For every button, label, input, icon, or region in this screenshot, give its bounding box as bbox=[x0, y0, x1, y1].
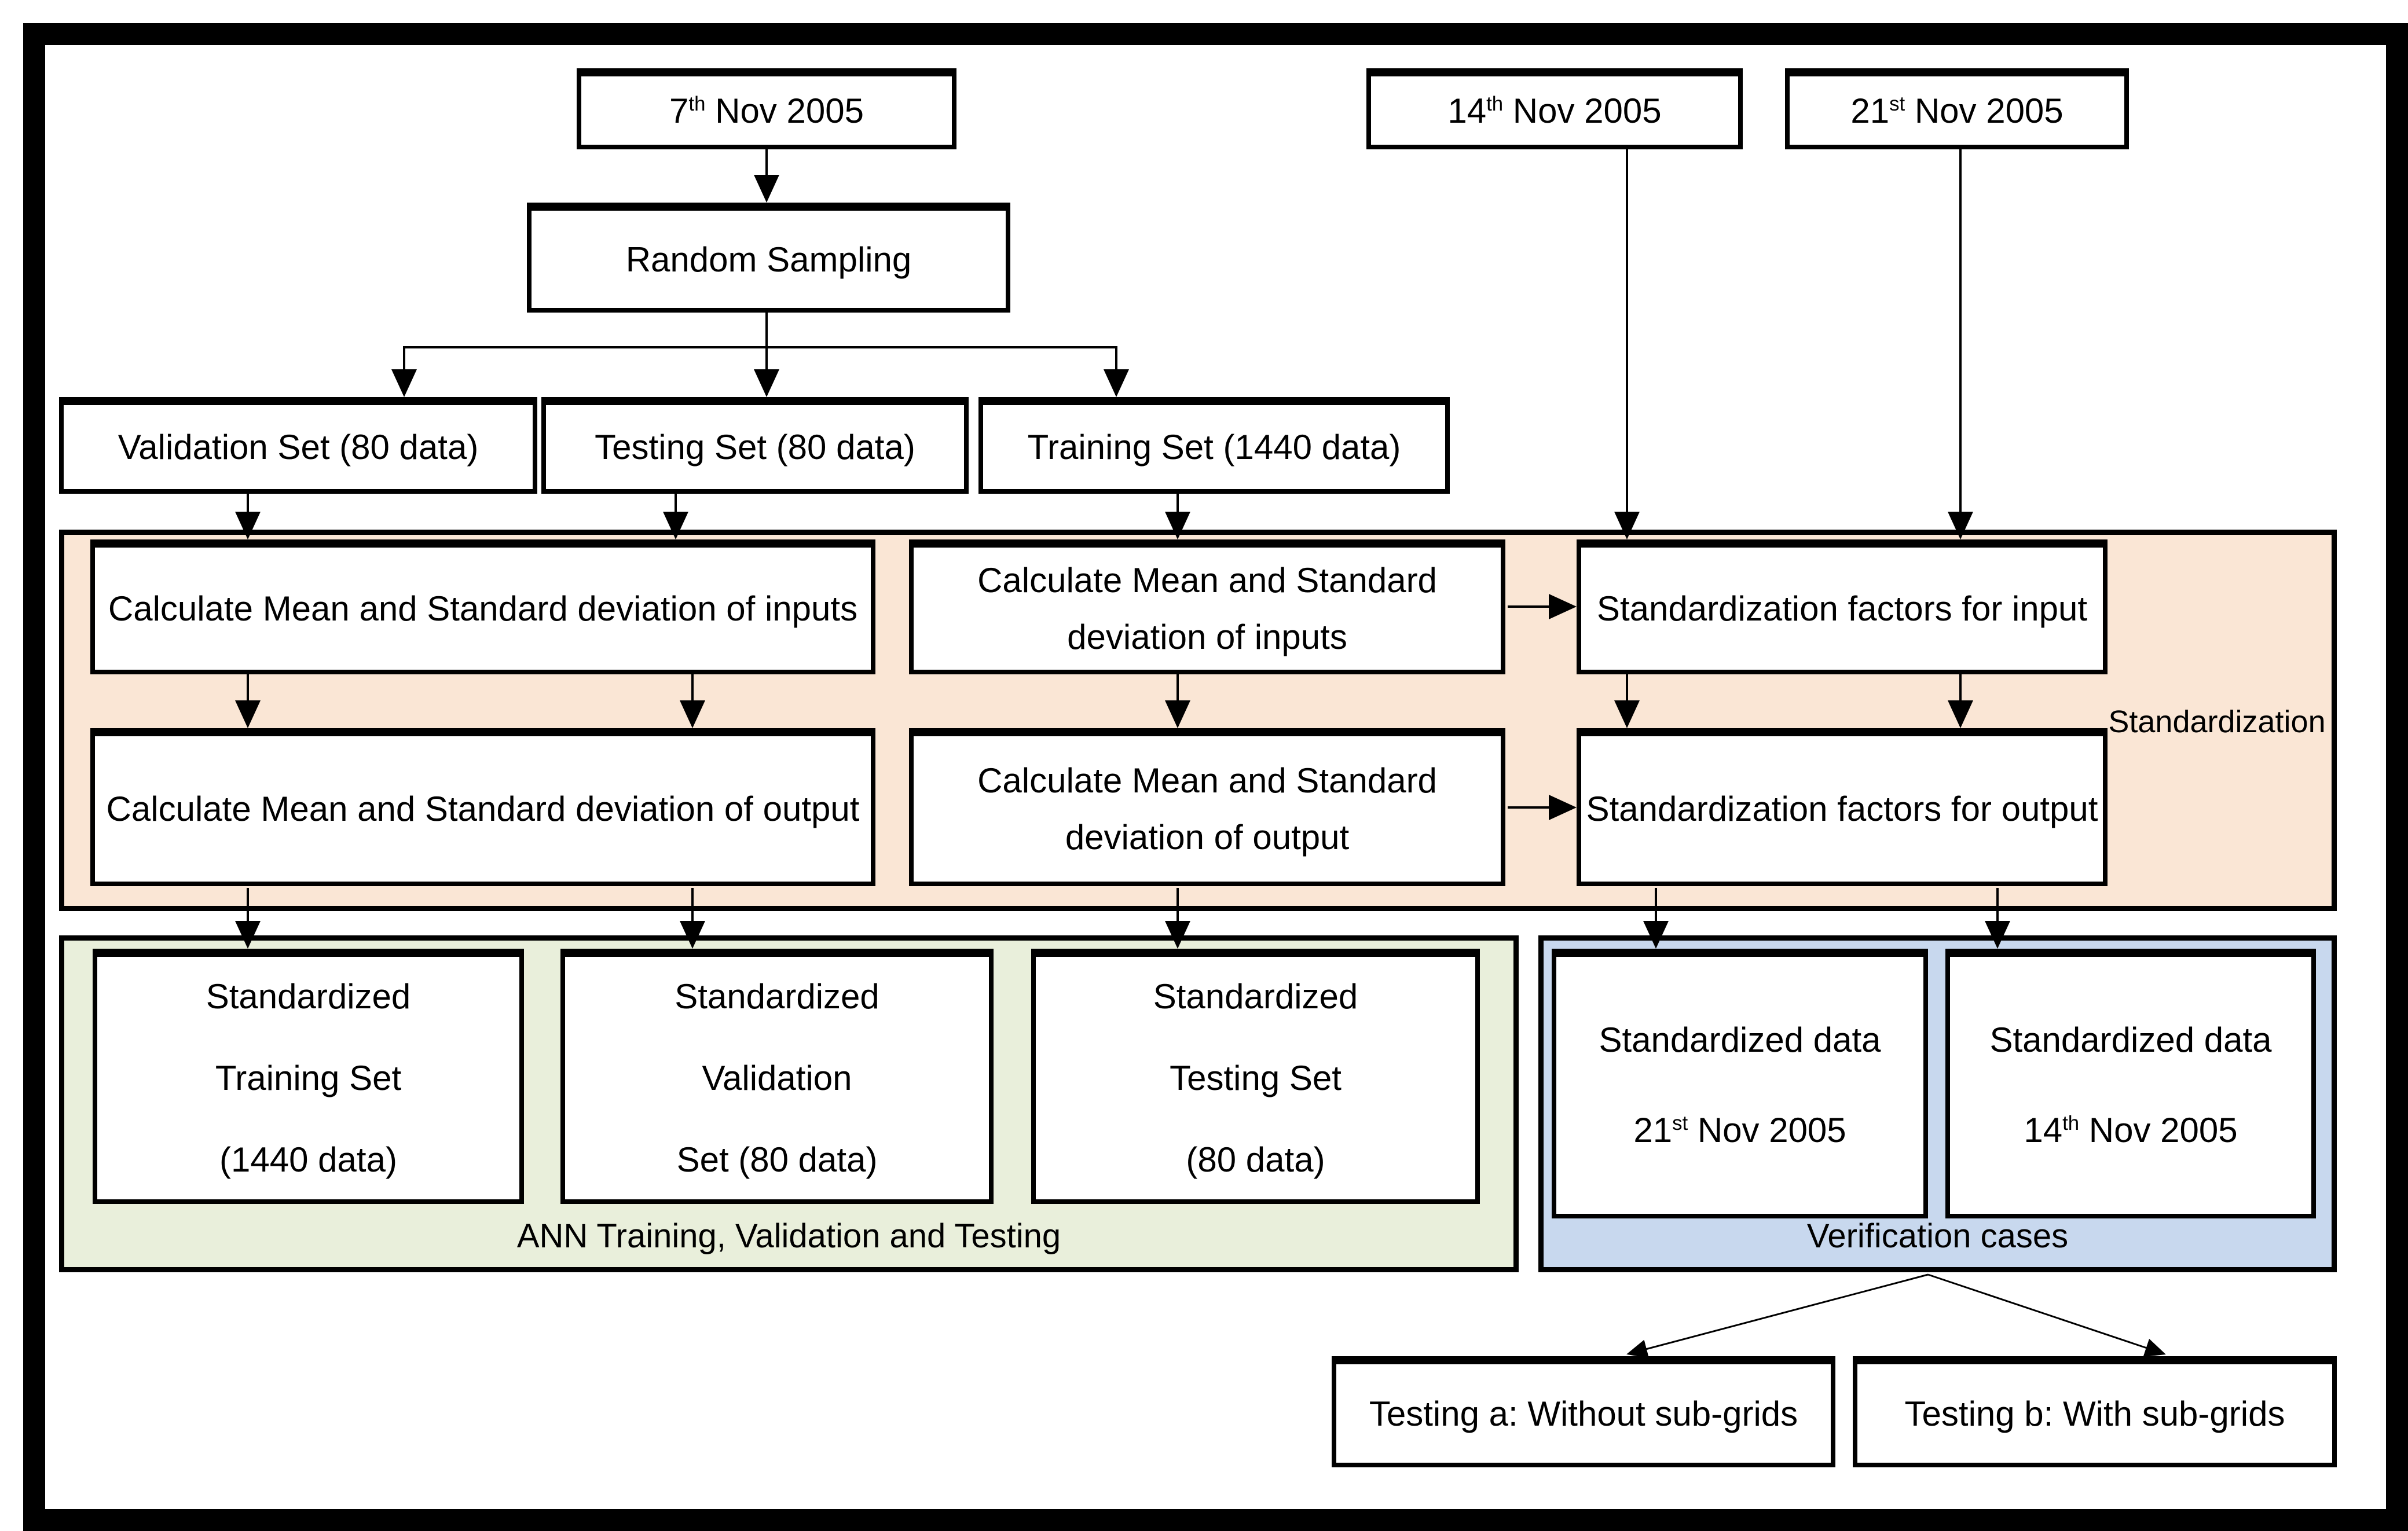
std-data-21-line1: Standardized data bbox=[1599, 1020, 1881, 1059]
std-training-line1: Standardized bbox=[206, 977, 411, 1016]
node-calc-mean-std-output-left: Calculate Mean and Standard deviation of… bbox=[90, 728, 875, 886]
std-data-14-line2: 14th Nov 2005 bbox=[2024, 1111, 2238, 1150]
std-testing-line2: Testing Set bbox=[1170, 1059, 1342, 1097]
std-validation-line1: Standardized bbox=[675, 977, 879, 1016]
node-standardization-factors-input: Standardization factors for input bbox=[1577, 539, 2108, 674]
node-training-set: Training Set (1440 data) bbox=[978, 397, 1450, 494]
node-calc-mean-std-output-mid: Calculate Mean and Standard deviation of… bbox=[909, 728, 1505, 886]
node-standardization-factors-output: Standardization factors for output bbox=[1577, 728, 2108, 886]
node-testing-a-without-subgrids: Testing a: Without sub-grids bbox=[1332, 1356, 1835, 1467]
std-data-14-line1: Standardized data bbox=[1989, 1020, 2272, 1059]
factors-input-text: Standardization factors for input bbox=[1596, 589, 2088, 628]
testing-a-text: Testing a: Without sub-grids bbox=[1369, 1394, 1798, 1433]
std-training-line2: Training Set bbox=[215, 1059, 402, 1097]
training-set-text: Training Set (1440 data) bbox=[1027, 428, 1401, 467]
testing-b-text: Testing b: With sub-grids bbox=[1904, 1394, 2285, 1433]
node-date-14-nov-2005: 14th Nov 2005 bbox=[1366, 68, 1743, 149]
node-date-7-nov-2005: 7th Nov 2005 bbox=[577, 68, 956, 149]
std-validation-line2: Validation bbox=[702, 1059, 852, 1097]
label-standardization: Standardization bbox=[2108, 704, 2326, 739]
date-7-text: 7th Nov 2005 bbox=[669, 91, 864, 130]
node-random-sampling: Random Sampling bbox=[527, 203, 1010, 313]
random-sampling-text: Random Sampling bbox=[625, 240, 912, 279]
date-14-text: 14th Nov 2005 bbox=[1447, 91, 1662, 130]
std-validation-line3: Set (80 data) bbox=[676, 1140, 878, 1179]
calc-output-mid-text: Calculate Mean and Standard deviation of… bbox=[977, 761, 1437, 857]
node-standardized-data-14-nov: Standardized data 14th Nov 2005 bbox=[1945, 949, 2316, 1218]
node-standardized-validation-set: Standardized Validation Set (80 data) bbox=[560, 949, 994, 1204]
calc-inputs-mid-text: Calculate Mean and Standard deviation of… bbox=[977, 561, 1437, 656]
label-verification-cases: Verification cases bbox=[1806, 1217, 2069, 1255]
node-validation-set: Validation Set (80 data) bbox=[59, 397, 537, 494]
node-date-21-nov-2005: 21st Nov 2005 bbox=[1785, 68, 2129, 149]
validation-set-text: Validation Set (80 data) bbox=[118, 428, 479, 467]
node-calc-mean-std-inputs-mid: Calculate Mean and Standard deviation of… bbox=[909, 539, 1505, 674]
std-testing-line3: (80 data) bbox=[1186, 1140, 1325, 1179]
std-training-line3: (1440 data) bbox=[219, 1140, 397, 1179]
node-standardized-data-21-nov: Standardized data 21st Nov 2005 bbox=[1552, 949, 1928, 1218]
outer-frame bbox=[23, 23, 2408, 1531]
factors-output-text: Standardization factors for output bbox=[1586, 789, 2098, 828]
std-data-21-line2: 21st Nov 2005 bbox=[1633, 1111, 1846, 1150]
calc-inputs-left-text: Calculate Mean and Standard deviation of… bbox=[108, 589, 858, 628]
calc-output-left-text: Calculate Mean and Standard deviation of… bbox=[106, 789, 860, 828]
node-testing-b-with-subgrids: Testing b: With sub-grids bbox=[1853, 1356, 2337, 1467]
node-calc-mean-std-inputs-left: Calculate Mean and Standard deviation of… bbox=[90, 539, 875, 674]
date-21-text: 21st Nov 2005 bbox=[1850, 91, 2064, 130]
node-standardized-training-set: Standardized Training Set (1440 data) bbox=[93, 949, 524, 1204]
std-testing-line1: Standardized bbox=[1153, 977, 1358, 1016]
node-testing-set: Testing Set (80 data) bbox=[541, 397, 969, 494]
label-ann-training-validation-testing: ANN Training, Validation and Testing bbox=[516, 1217, 1061, 1255]
node-standardized-testing-set: Standardized Testing Set (80 data) bbox=[1031, 949, 1480, 1204]
testing-set-text: Testing Set (80 data) bbox=[595, 428, 915, 467]
